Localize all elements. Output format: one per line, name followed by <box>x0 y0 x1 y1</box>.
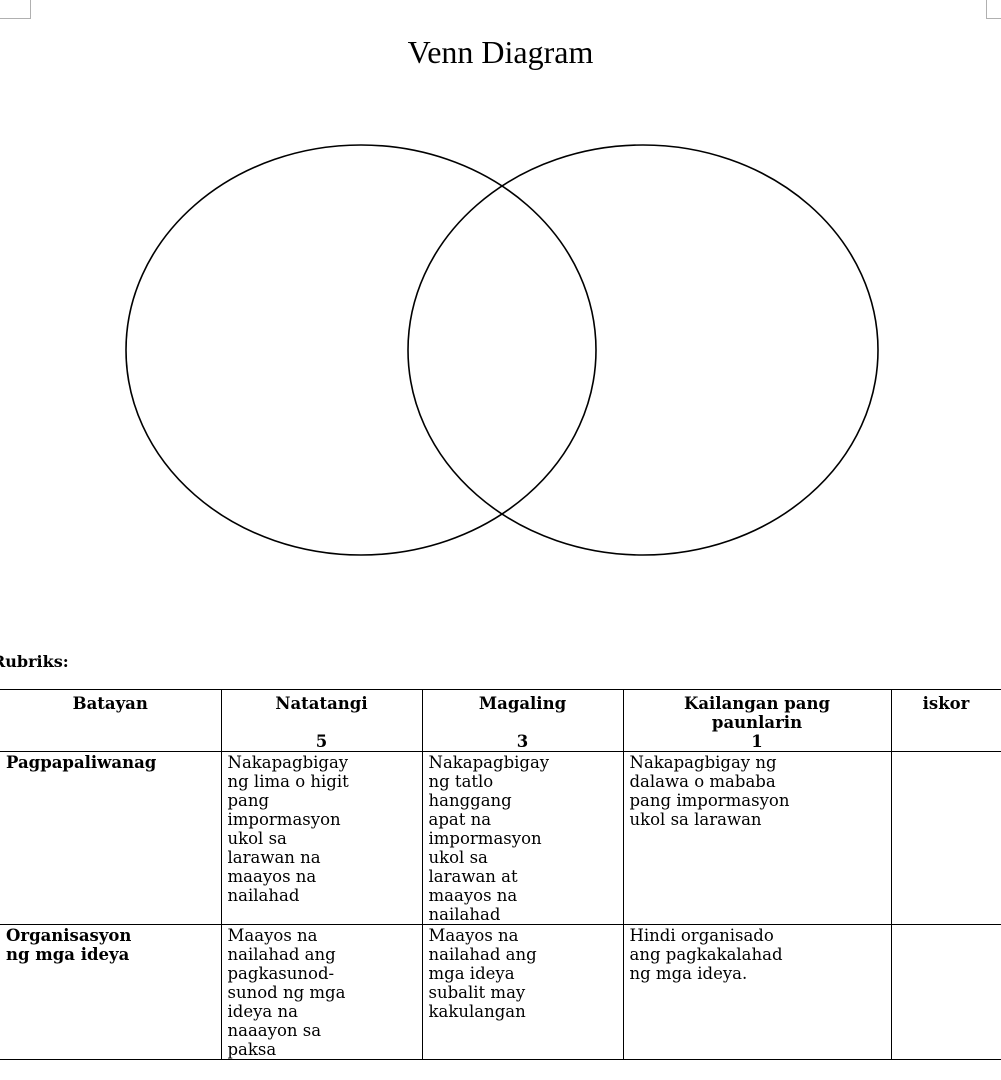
header-cell: Natatangi 5 <box>220 689 423 752</box>
page-corner-mark-right <box>986 0 1001 19</box>
table-cell: Maayos na nailahad ang pagkasunod- sunod… <box>220 924 423 1060</box>
header-cell: Batayan <box>0 689 222 752</box>
page-corner-mark-left <box>0 0 31 19</box>
table-cell: Nakapagbigay ng dalawa o mababa pang imp… <box>622 751 892 925</box>
table-cell: Nakapagbigay ng lima o higit pang imporm… <box>220 751 423 925</box>
table-cell: Nakapagbigay ng tatlo hanggang apat na i… <box>421 751 624 925</box>
header-cell: Kailangan pang paunlarin 1 <box>622 689 892 752</box>
header-label: Natatangi <box>275 694 368 713</box>
venn-circle-right <box>407 144 879 556</box>
table-cell: Hindi organisado ang pagkakalahad ng mga… <box>622 924 892 1060</box>
header-cell: Magaling 3 <box>421 689 624 752</box>
header-label: Batayan <box>72 694 148 713</box>
criterion-cell: Pagpapaliwanag <box>0 751 222 925</box>
header-level: 1 <box>751 732 763 751</box>
page-title: Venn Diagram <box>407 34 594 70</box>
venn-diagram <box>125 144 879 556</box>
header-level: 5 <box>315 732 328 751</box>
rubric-header-row: Batayan Natatangi 5 Magaling 3 Kailangan… <box>0 689 1001 752</box>
table-row: Pagpapaliwanag Nakapagbigay ng lima o hi… <box>0 751 1001 925</box>
header-label: Magaling <box>478 694 567 713</box>
header-level: 3 <box>516 732 529 751</box>
criterion-cell: Organisasyon ng mga ideya <box>0 924 222 1060</box>
score-cell[interactable] <box>890 751 1001 925</box>
venn-circle-left <box>125 144 597 556</box>
rubric-table: Batayan Natatangi 5 Magaling 3 Kailangan… <box>0 689 1001 1060</box>
score-cell[interactable] <box>890 924 1001 1060</box>
rubric-label: Rubriks: <box>0 652 69 671</box>
header-label: Kailangan pang paunlarin <box>684 694 830 732</box>
table-cell: Maayos na nailahad ang mga ideya subalit… <box>421 924 624 1060</box>
header-label: iskor <box>922 694 970 713</box>
header-cell: iskor <box>890 689 1001 752</box>
table-row: Organisasyon ng mga ideya Maayos na nail… <box>0 924 1001 1060</box>
